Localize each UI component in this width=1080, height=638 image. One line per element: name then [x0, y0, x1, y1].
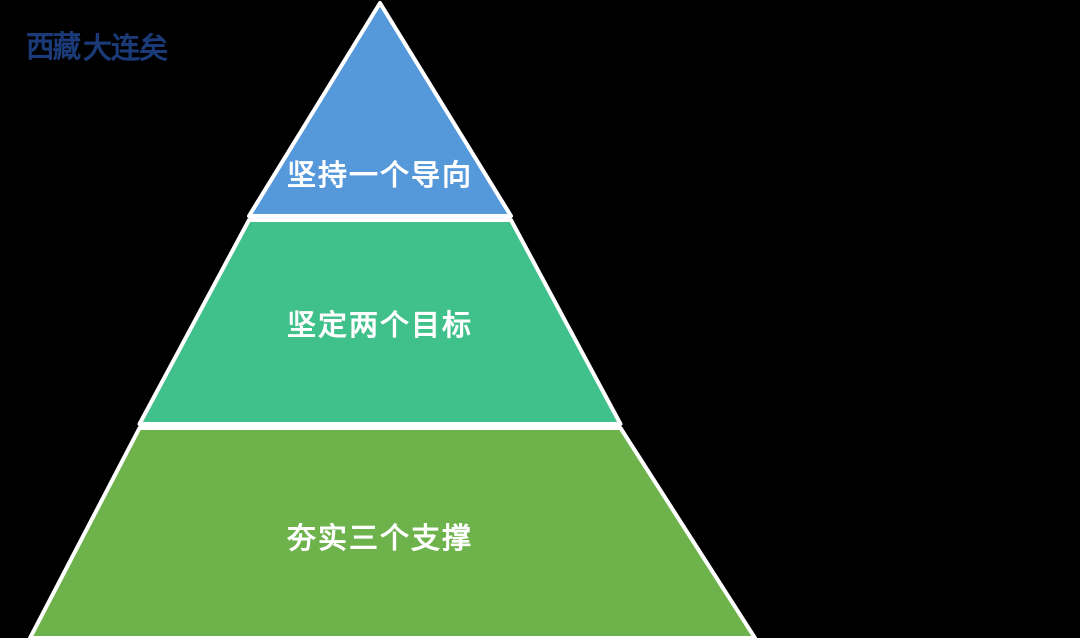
brand-logo-wordmark: 大连矣	[83, 30, 168, 65]
brand-logo-mark: 西藏	[26, 30, 81, 65]
pyramid-tier-top[interactable]	[247, 1, 513, 218]
pyramid-tier-bottom[interactable]	[28, 426, 757, 638]
pyramid-tier-middle[interactable]	[137, 218, 623, 426]
brand-logo: 西藏 大连矣	[26, 26, 186, 70]
